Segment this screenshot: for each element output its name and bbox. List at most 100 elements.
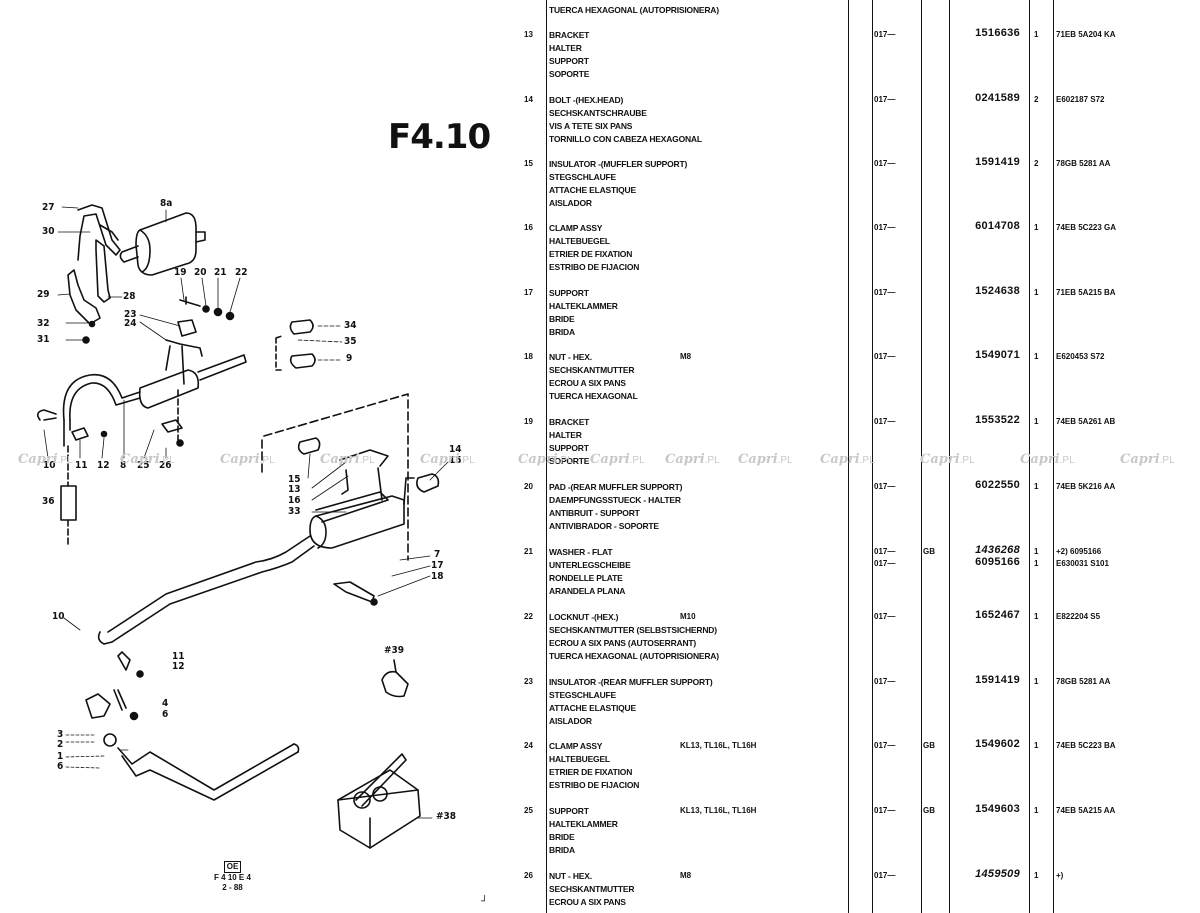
description-line: SECHSKANTSCHRAUBE (549, 107, 647, 118)
engineering-number: 78GB 5281 AA (1056, 677, 1111, 686)
quantity-cell: 1 (1034, 559, 1039, 568)
description-line: STEGSCHLAUFE (549, 689, 617, 700)
description-line: BRIDE (549, 831, 575, 842)
item-number: 22 (524, 612, 533, 621)
column-divider (546, 0, 547, 913)
country-code-cell: GB (923, 806, 935, 815)
watermark: Capri.PL (590, 452, 645, 467)
engineering-number: E822204 S5 (1056, 612, 1101, 621)
effective-from-cell: 017— (874, 677, 896, 686)
column-divider (1053, 0, 1054, 913)
description-line: BOLT -(HEX.HEAD) (549, 95, 624, 105)
description-line: ECROU A SIX PANS (549, 377, 626, 388)
spec-cell: KL13, TL16L, TL16H (680, 741, 757, 750)
spec-cell: M8 (680, 352, 692, 361)
item-number: 23 (524, 677, 533, 686)
item-number: 25 (524, 806, 533, 815)
description-line: NUT - HEX. (549, 871, 592, 881)
figure-footer: OE F 4 10 E 4 2 - 88 (205, 861, 260, 893)
description-line: BRACKET (549, 30, 590, 40)
callout-9: 9 (346, 353, 353, 364)
item-number: 15 (524, 159, 533, 168)
callout-30: 30 (42, 226, 55, 237)
callout-11-lower: 11 (172, 651, 185, 662)
description-line: HALTEKLAMMER (549, 818, 618, 829)
effective-from-cell: 017— (874, 223, 896, 232)
callout-1: 1 (57, 751, 64, 762)
description-line: SUPPORT (549, 806, 589, 816)
callout-33: 33 (288, 506, 301, 517)
figure-title: F4.10 (388, 117, 491, 157)
description-line: AISLADOR (549, 715, 592, 726)
part-8-intermediate-pipe (62, 354, 247, 421)
callout-26: 26 (159, 460, 172, 471)
exhaust-system-drawing (36, 204, 449, 849)
description-line: SECHSKANTMUTTER (549, 883, 635, 894)
description-line: SUPPORT (549, 442, 589, 453)
callout-6-lower: 6 (57, 761, 64, 772)
description-line: HALTEBUEGEL (549, 753, 610, 764)
item-number: 24 (524, 741, 533, 750)
effective-from-cell: 017— (874, 159, 896, 168)
spec-cell: M8 (680, 871, 692, 880)
callout-24: 24 (124, 318, 137, 329)
description-line: BRACKET (549, 417, 590, 427)
effective-from-cell: 017— (874, 741, 896, 750)
item-number: 20 (524, 482, 533, 491)
description-line: STEGSCHLAUFE (549, 171, 617, 182)
callout-7: 7 (434, 549, 441, 560)
callout-32: 32 (37, 318, 50, 329)
watermark: Capri.PL (120, 452, 175, 467)
quantity-cell: 1 (1034, 741, 1039, 750)
callout-10-lower: 10 (52, 611, 65, 622)
part-9-sleeve (289, 353, 316, 369)
description-line: ATTACHE ELASTIQUE (549, 184, 636, 195)
callout-8a: 8a (160, 198, 173, 209)
callout-23: 23 (124, 309, 137, 320)
effective-from-cell: 017— (874, 352, 896, 361)
watermark: Capri.PL (920, 452, 975, 467)
quantity-cell: 1 (1034, 223, 1039, 232)
part-number: 6014708 (975, 220, 1020, 232)
effective-from-cell: 017— (874, 612, 896, 621)
callout-25: 25 (137, 460, 150, 471)
callout-16: 16 (288, 495, 301, 506)
part-number: 1591419 (975, 156, 1020, 168)
description-line: AISLADOR (549, 197, 592, 208)
country-code-cell: GB (923, 741, 935, 750)
effective-from-cell: 017— (874, 30, 896, 39)
effective-from-cell: 017— (874, 547, 896, 556)
column-divider (921, 0, 922, 913)
description-line: TUERCA HEXAGONAL (549, 390, 638, 401)
engineering-number: 78GB 5281 AA (1056, 159, 1111, 168)
item-number: 19 (524, 417, 533, 426)
callout-34: 34 (344, 320, 357, 331)
spec-cell: M10 (680, 612, 696, 621)
engineering-number: +) (1056, 871, 1064, 880)
description-line: TORNILLO CON CABEZA HEXAGONAL (549, 133, 702, 144)
description-line: CLAMP ASSY (549, 223, 603, 233)
description-line: UNTERLEGSCHEIBE (549, 559, 631, 570)
item-number: 18 (524, 352, 533, 361)
footer-ref: F 4 10 E 4 (214, 873, 251, 882)
callout-21: 21 (214, 267, 227, 278)
part-number: 1652467 (975, 609, 1020, 621)
description-line: ETRIER DE FIXATION (549, 766, 633, 777)
part-number: 1591419 (975, 674, 1020, 686)
engineering-number: 74EB 5A261 AB (1056, 417, 1116, 426)
callout-12-lower: 12 (172, 661, 185, 672)
part-1-front-downpipe (85, 693, 300, 801)
description-line: ATTACHE ELASTIQUE (549, 702, 636, 713)
quantity-cell: 1 (1034, 30, 1039, 39)
footer-date: 2 - 88 (222, 883, 243, 892)
effective-from-cell: 017— (874, 482, 896, 491)
watermark: Capri.PL (320, 452, 375, 467)
effective-from-cell: 017— (874, 806, 896, 815)
description-line: SECHSKANTMUTTER (549, 364, 635, 375)
description-line: ARANDELA PLANA (549, 585, 626, 596)
description-line: SOPORTE (549, 455, 590, 466)
callout-22: 22 (235, 267, 248, 278)
part-number: 1549071 (975, 349, 1020, 361)
